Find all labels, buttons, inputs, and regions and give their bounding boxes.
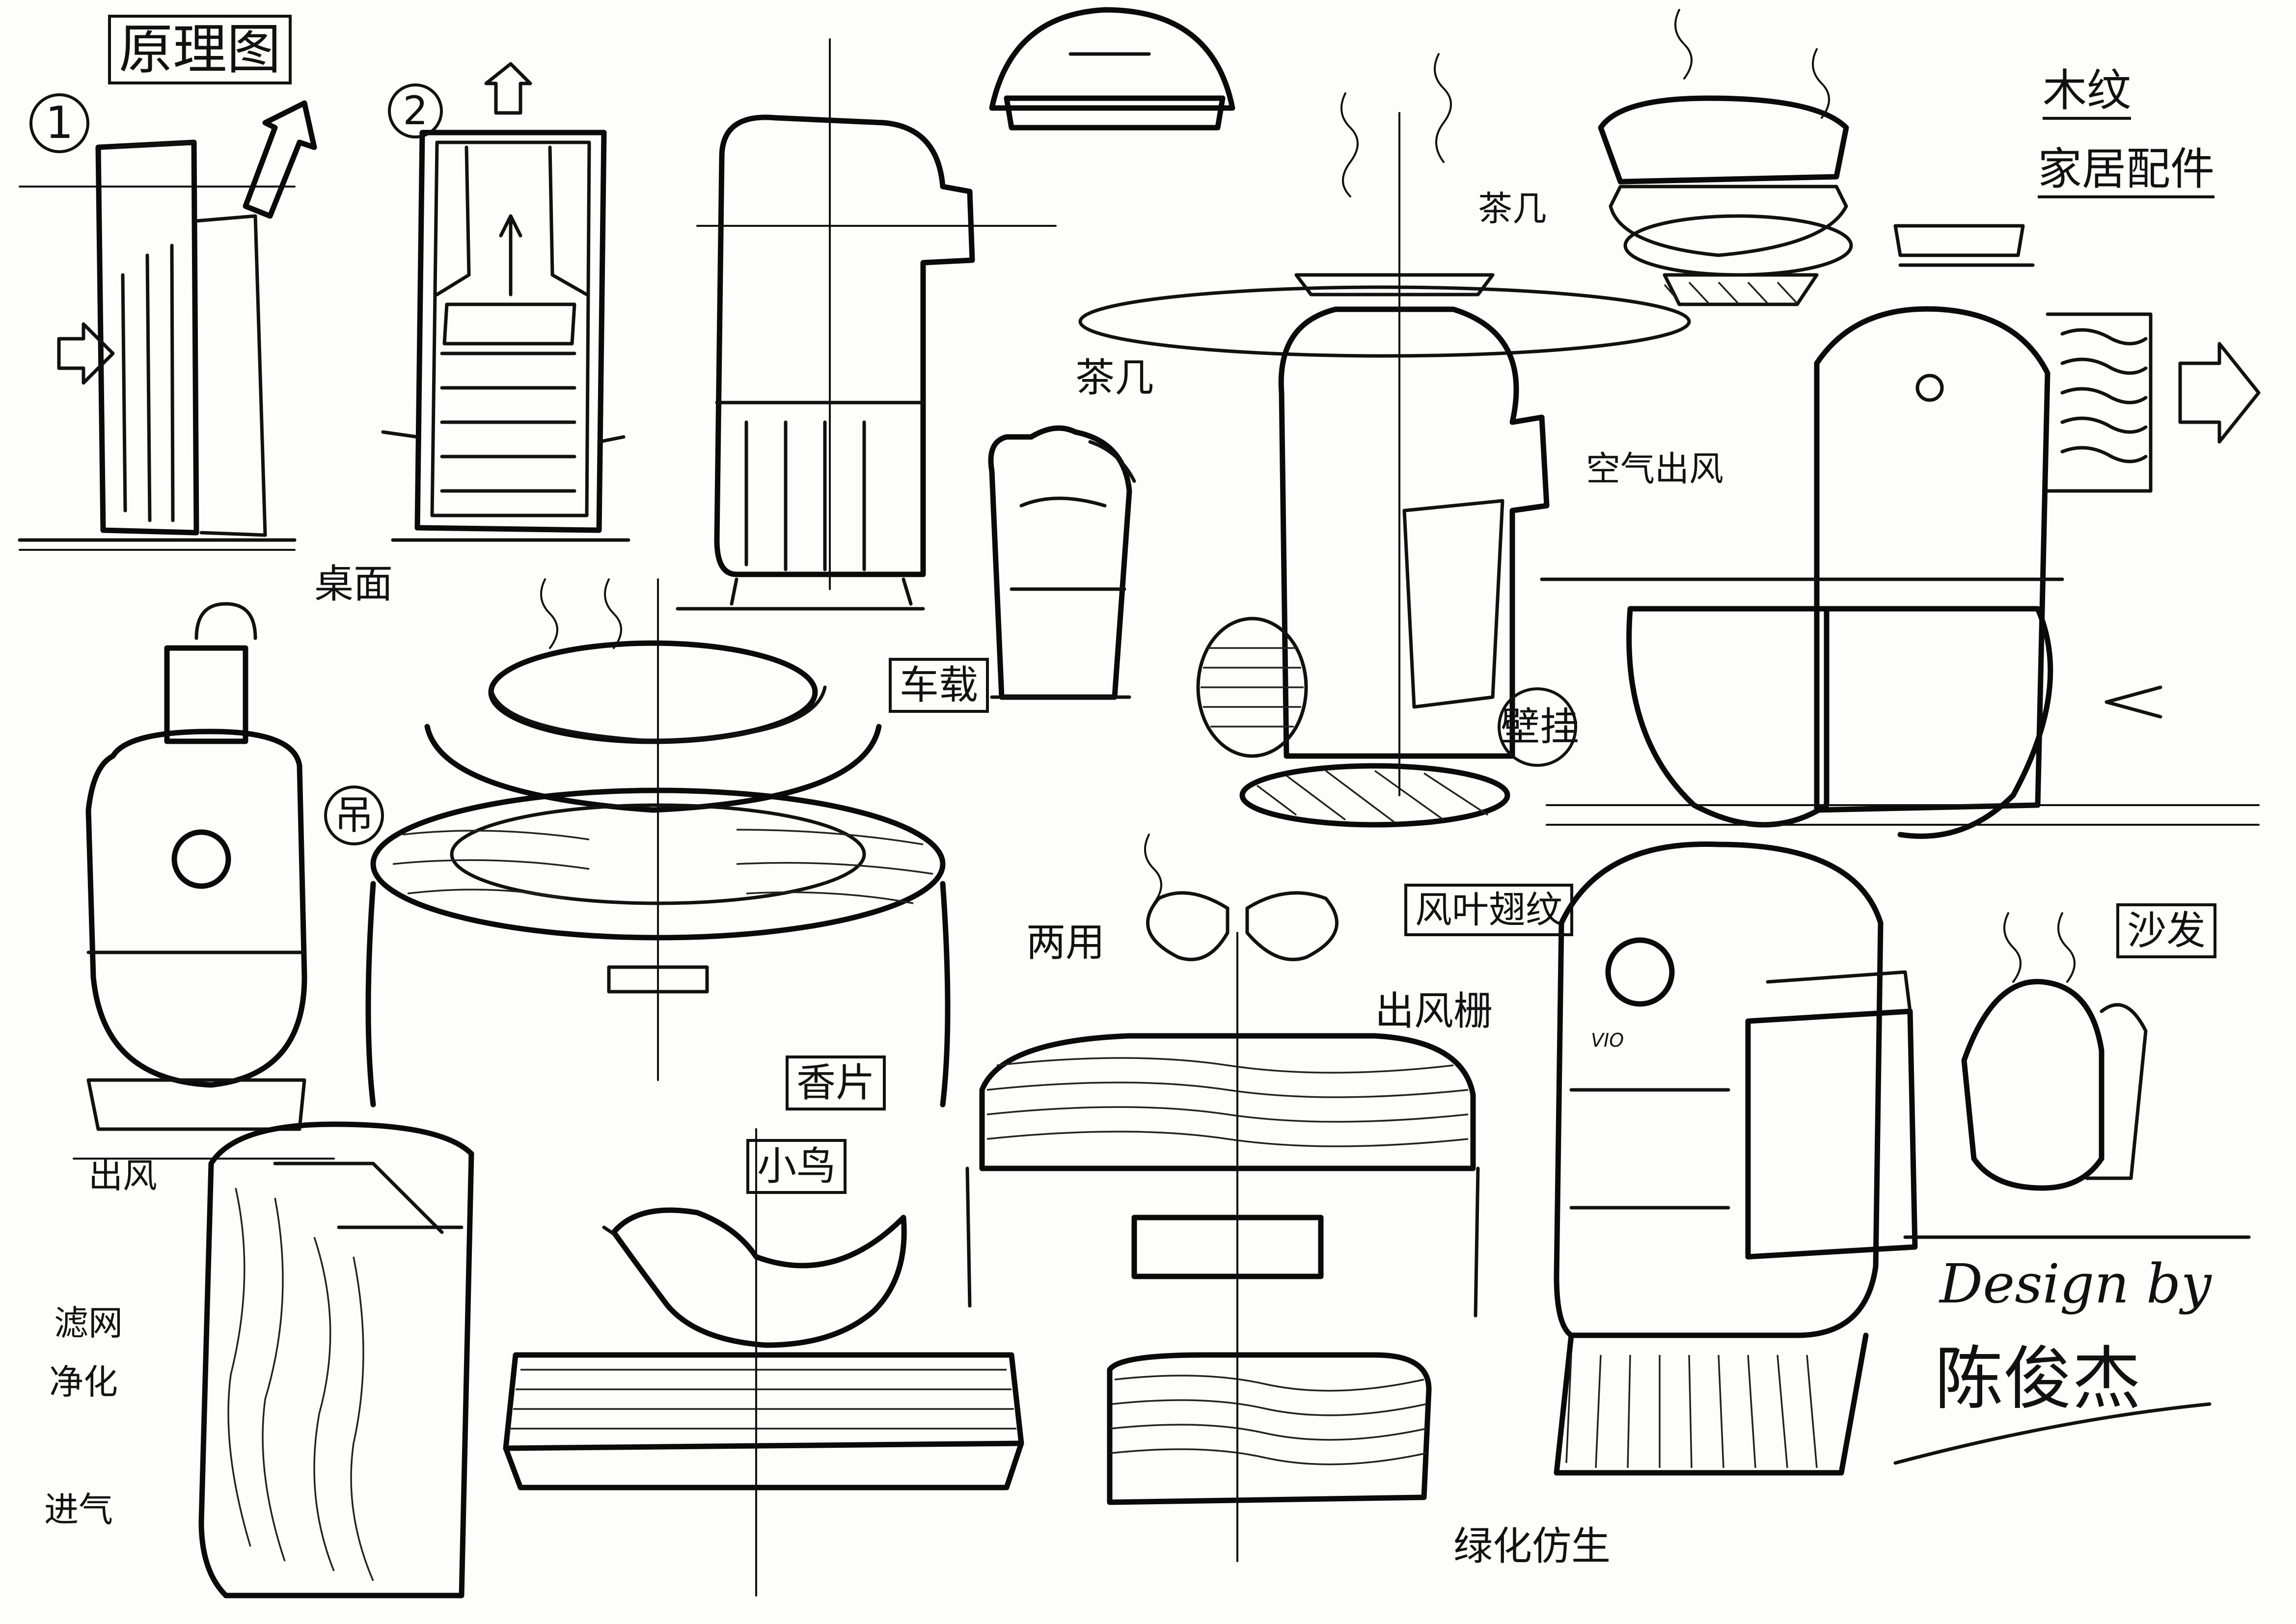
label-filter: 滤网	[54, 1303, 123, 1343]
round-tray-table	[365, 578, 951, 1108]
label-wind-grille: 风叶翅纹	[1404, 884, 1574, 936]
label-purify: 净化	[49, 1362, 118, 1402]
coffee-table-purifier	[1078, 112, 1691, 828]
step-2-marker: 2	[388, 83, 443, 138]
signature-name: 陈俊杰	[1935, 1339, 2141, 1419]
principle-diagram-2	[381, 62, 630, 542]
label-tabletop: 桌面	[314, 561, 393, 607]
label-fragrance: 香片	[786, 1056, 886, 1110]
label-tea-table: 茶几	[1075, 355, 1154, 401]
tea-kettle	[988, 425, 1136, 700]
principle-diagram-title: 原理图	[108, 15, 292, 84]
butterfly-box-purifier	[965, 891, 1480, 1562]
bottom-note: 绿化仿生	[1453, 1523, 1611, 1569]
signature-design-by: Design by	[1940, 1252, 2212, 1315]
dome-sketch	[989, 7, 1235, 131]
label-car-mounted: 车载	[889, 658, 989, 713]
signature-underline	[1893, 1402, 2212, 1465]
label-intake: 进气	[44, 1489, 113, 1530]
label-outlet: 出风	[88, 1156, 157, 1196]
label-bird: 小鸟	[746, 1139, 847, 1194]
bird-purifier	[503, 1128, 1024, 1597]
label-sofa: 沙发	[2116, 903, 2216, 958]
sofa-side-purifier	[1554, 841, 2251, 1476]
step-1-marker: 1	[29, 93, 89, 153]
label-coffee-table-top: 茶几	[1478, 189, 1547, 229]
pipe-purifier	[676, 38, 1057, 611]
lantern-purifier	[73, 602, 335, 1160]
label-home-furnishing: 家居配件	[2038, 147, 2214, 198]
label-dual-use: 两用	[1026, 920, 1105, 965]
label-wall-mounted: 壁挂	[1498, 687, 1579, 767]
label-air-outlet: 空气出风	[1586, 449, 1723, 489]
wood-grain-purifier	[198, 1121, 474, 1598]
panel-brand-text: VIO	[1591, 1029, 1624, 1051]
bowl-stack	[1598, 95, 2035, 306]
label-hanging: 吊	[324, 785, 384, 845]
split-purifier	[1540, 306, 2261, 839]
label-outlet-bar: 出风栅	[1375, 988, 1493, 1034]
principle-diagram-1	[18, 100, 317, 551]
steam-lines	[540, 9, 2076, 983]
label-wood-grain: 木纹	[2043, 69, 2131, 120]
